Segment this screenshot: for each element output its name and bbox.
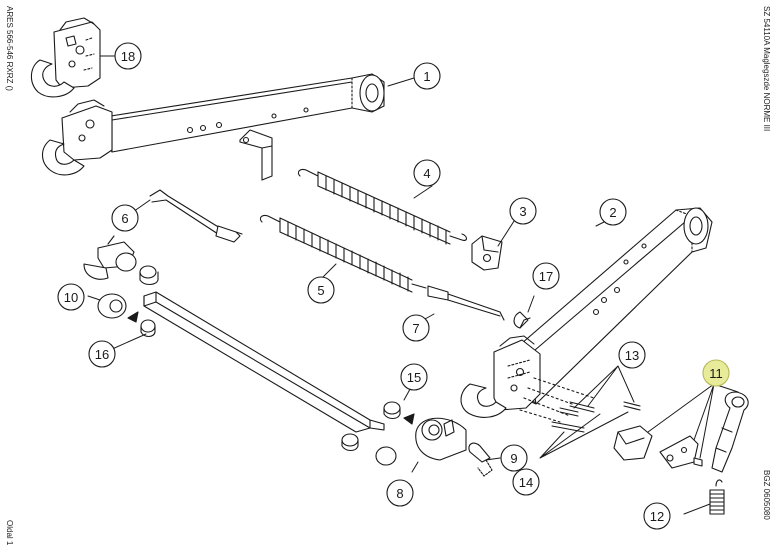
svg-text:9: 9: [510, 451, 517, 466]
part-6-rod: [149, 189, 243, 243]
part-11-small-pin: [693, 457, 703, 467]
callout-12: 12: [643, 502, 671, 530]
svg-text:4: 4: [423, 166, 430, 181]
callouts: 1 2 3 4 5 6 7 8: [57, 42, 730, 530]
svg-text:8: 8: [396, 486, 403, 501]
bracket-upper: [239, 129, 273, 181]
svg-text:12: 12: [650, 509, 664, 524]
callout-17: 17: [532, 262, 560, 290]
leader-lines: [87, 55, 739, 515]
part-11-plate: [613, 425, 653, 461]
svg-text:17: 17: [539, 269, 553, 284]
part-13-pins: [551, 401, 641, 433]
callout-5: 5: [307, 276, 335, 304]
dashed-guides-pins: [519, 377, 595, 423]
part-16-bushing: [140, 319, 156, 338]
svg-text:11: 11: [709, 366, 723, 381]
part-7-rod: [427, 285, 505, 321]
callout-7: 7: [402, 314, 430, 342]
svg-text:13: 13: [625, 348, 639, 363]
callout-6: 6: [111, 204, 139, 232]
svg-text:5: 5: [317, 283, 324, 298]
callout-1: 1: [413, 62, 441, 90]
part-11-lever: [711, 391, 749, 473]
callout-13: 13: [618, 341, 646, 369]
callout-9: 9: [500, 444, 528, 472]
part-8-disc: [415, 417, 467, 461]
callout-2: 2: [599, 198, 627, 226]
svg-text:7: 7: [412, 321, 419, 336]
svg-text:1: 1: [423, 69, 430, 84]
svg-text:2: 2: [609, 205, 616, 220]
part-3-bracket: [471, 235, 503, 271]
part-2-lower-link: [460, 207, 713, 418]
callout-16: 16: [88, 340, 116, 368]
cross-shaft: [143, 291, 385, 433]
svg-text:18: 18: [121, 49, 135, 64]
svg-text:10: 10: [64, 290, 78, 305]
part-17-clip: [513, 311, 531, 329]
callout-14: 14: [512, 468, 540, 496]
svg-text:3: 3: [519, 204, 526, 219]
callout-4: 4: [413, 159, 441, 187]
bushing-top: [139, 265, 159, 286]
callout-18: 18: [114, 42, 142, 70]
svg-text:14: 14: [519, 475, 533, 490]
callout-8: 8: [386, 479, 414, 507]
callout-10: 10: [57, 283, 85, 311]
bushing-lower-1: [341, 433, 359, 452]
part-9-clip: [468, 442, 493, 477]
part-5-spring: [259, 214, 427, 293]
part-18-hook: [30, 17, 101, 98]
bushing-lower-2: [375, 446, 397, 466]
part-4-spring: [297, 168, 468, 245]
svg-text:15: 15: [407, 370, 421, 385]
callout-3: 3: [509, 197, 537, 225]
catch-bracket: [83, 235, 137, 280]
svg-text:6: 6: [121, 211, 128, 226]
callout-15: 15: [400, 363, 428, 391]
part-1-lower-link: [41, 73, 385, 176]
part-15-bushing: [383, 401, 415, 425]
arrow-marker-left: [127, 311, 139, 323]
part-10-ball: [97, 293, 127, 319]
svg-text:16: 16: [95, 347, 109, 362]
callout-11: 11: [702, 359, 730, 387]
part-12-spring: [709, 479, 725, 515]
part-11-latch: [659, 435, 699, 469]
